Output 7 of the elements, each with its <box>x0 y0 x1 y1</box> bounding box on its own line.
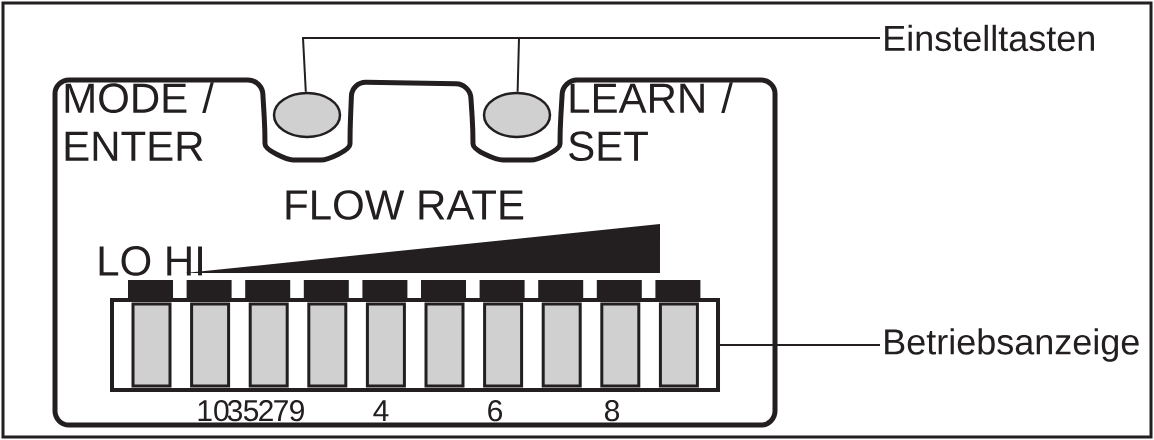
leader-line <box>719 344 881 346</box>
panel-label: FLOW RATE <box>286 190 524 220</box>
callout-text: Einstelltasten <box>885 24 1094 52</box>
callout-text: Betriebsanzeige <box>885 328 1139 362</box>
key-button <box>482 91 552 139</box>
key-button <box>272 91 342 139</box>
leader-line <box>516 37 881 93</box>
